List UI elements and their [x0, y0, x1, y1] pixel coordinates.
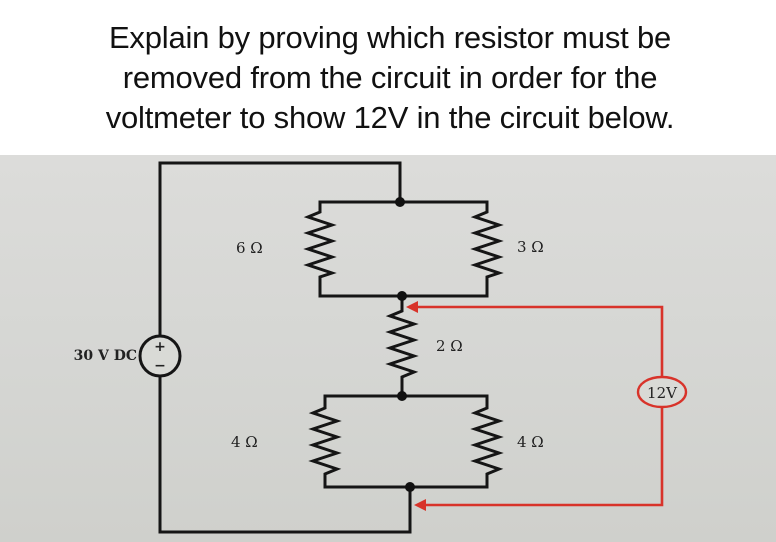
question-text: Explain by proving which resistor must b…: [40, 18, 740, 138]
voltmeter-label: 12V: [647, 384, 678, 402]
lead-arrow-upper-icon: [406, 301, 418, 313]
label-4-ohm-right: 4 Ω: [517, 433, 544, 451]
wire-top: [158, 161, 402, 362]
dc-source-icon: [138, 334, 182, 378]
label-6-ohm: 6 Ω: [236, 239, 263, 257]
voltmeter-lead-lower: [418, 407, 664, 507]
voltmeter-icon: [636, 375, 688, 409]
source-minus-sign: −: [154, 358, 166, 374]
node-mid-lower: [397, 391, 407, 401]
resistor-2-ohm: [385, 307, 419, 391]
resistor-6-ohm: [303, 207, 337, 281]
label-2-ohm: 2 Ω: [436, 337, 463, 355]
voltmeter-lead-upper: [410, 305, 664, 377]
question-line-1: Explain by proving which resistor must b…: [108, 20, 672, 55]
node-bottom: [405, 482, 415, 492]
question-line-3: voltmeter to show 12V in the circuit bel…: [105, 100, 675, 135]
circuit-photo: 12V + − 30 V DC 6 Ω 3 Ω 2 Ω 4 Ω 4 Ω: [0, 155, 776, 542]
source-plus-sign: +: [154, 339, 166, 355]
wire-bottom: [158, 375, 412, 534]
label-4-ohm-left: 4 Ω: [231, 433, 258, 451]
lead-arrow-lower-icon: [414, 499, 426, 511]
question-line-2: removed from the circuit in order for th…: [122, 60, 658, 95]
node-top: [395, 197, 405, 207]
resistor-4-ohm-left: [308, 404, 342, 478]
circuit-diagram: 12V + − 30 V DC 6 Ω 3 Ω 2 Ω 4 Ω 4 Ω: [74, 161, 688, 534]
resistor-3-ohm: [470, 207, 504, 281]
label-3-ohm: 3 Ω: [517, 238, 544, 256]
resistor-4-ohm-right: [470, 404, 504, 478]
node-mid-upper: [397, 291, 407, 301]
source-label: 30 V DC: [74, 348, 137, 364]
